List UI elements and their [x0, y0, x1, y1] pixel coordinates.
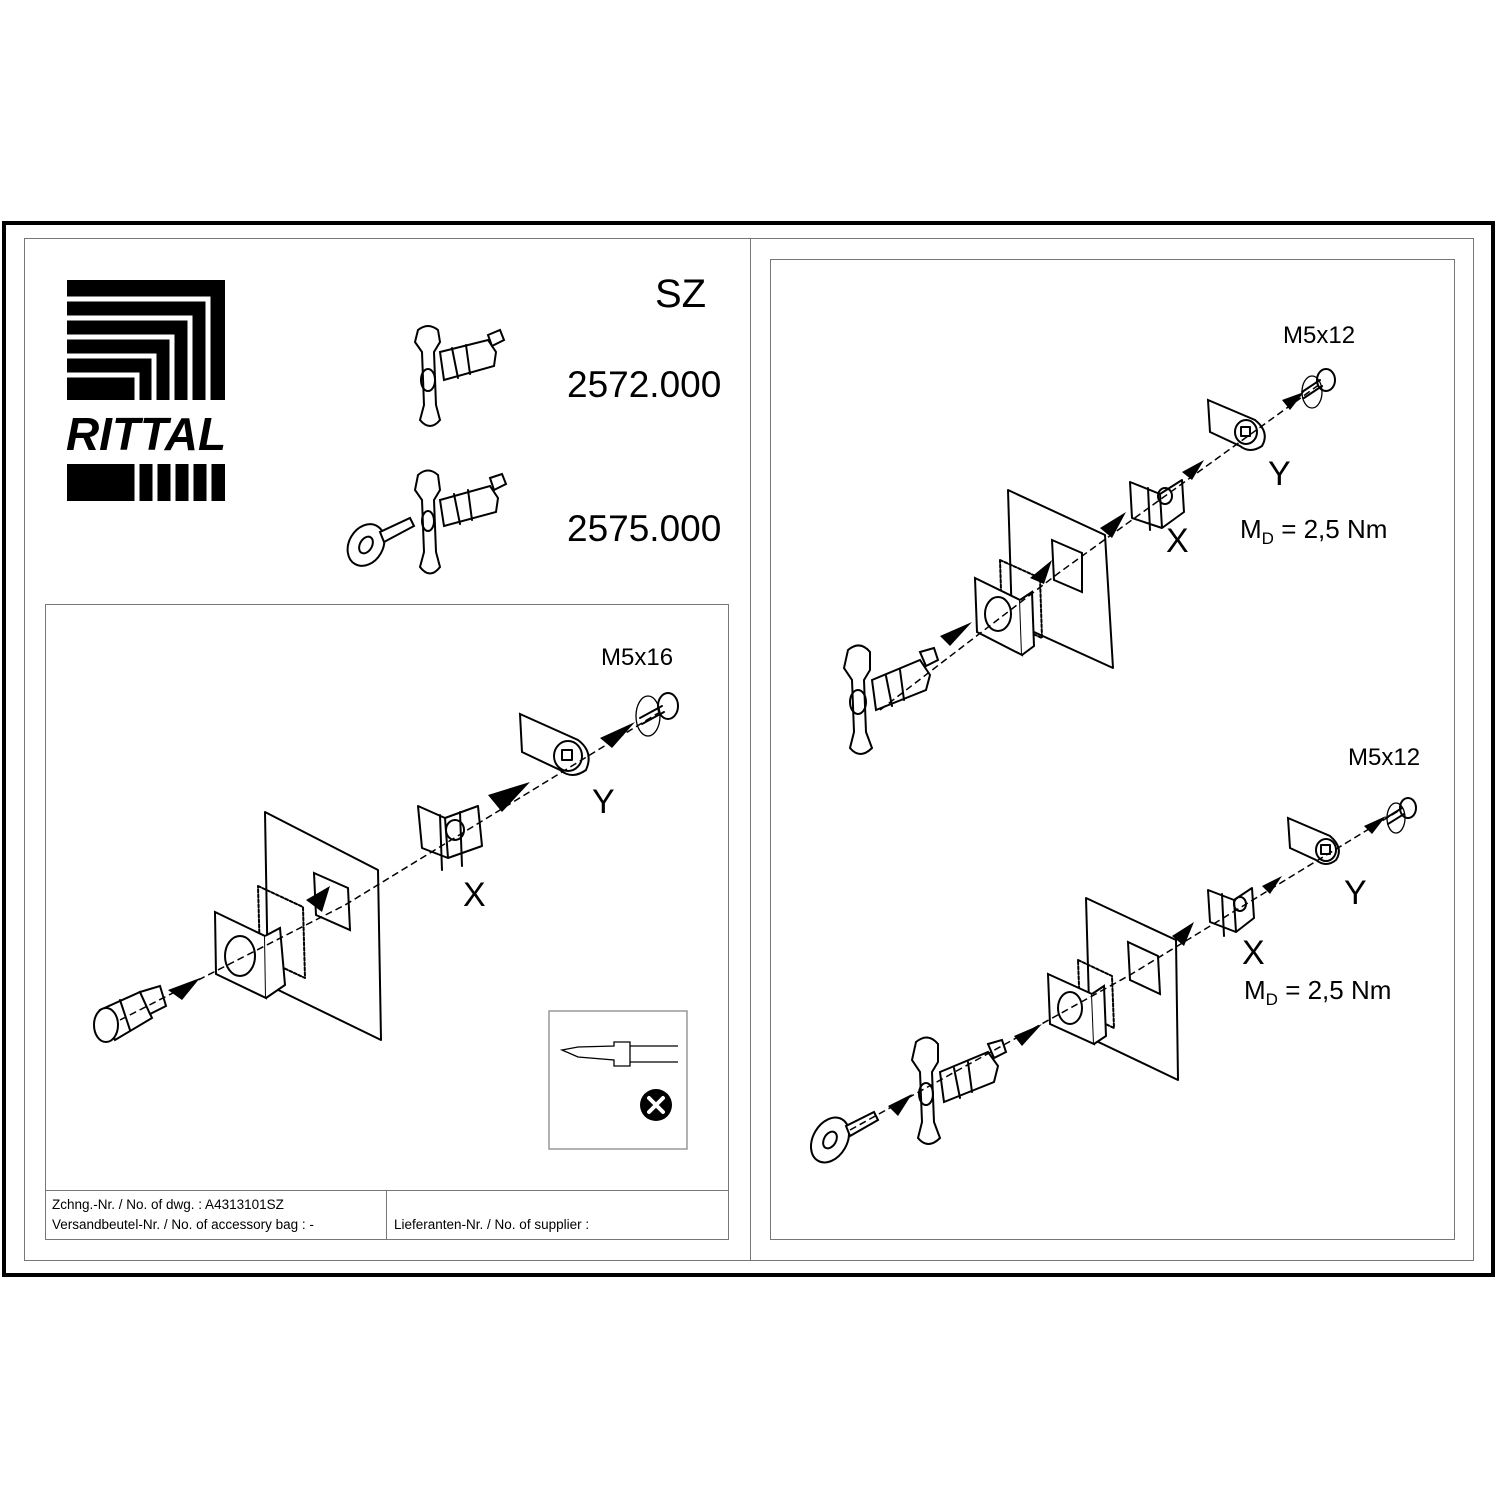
- part-number-2572: 2572.000: [567, 364, 722, 405]
- right-bottom-exploded-view: [810, 797, 1417, 1164]
- right-top-screw-label: M5x12: [1283, 322, 1356, 349]
- right-bottom-part-y-label: Y: [1344, 874, 1367, 912]
- title-block-divider: [386, 1190, 387, 1240]
- right-assembly-panel: [770, 259, 1455, 1240]
- right-top-exploded-view: [842, 368, 1336, 755]
- left-part-y-label: Y: [592, 783, 615, 821]
- right-top-part-x-label: X: [1166, 522, 1189, 560]
- screwdriver-instruction-icon: [548, 1010, 688, 1150]
- drawing-inner-frame: [24, 238, 1474, 1261]
- center-divider: [750, 238, 751, 1261]
- torque-value: = 2,5 Nm: [1281, 514, 1388, 544]
- t-handle-with-key-icon-2575: [346, 469, 508, 575]
- series-label: SZ: [655, 272, 707, 316]
- t-handle-icon-2572: [413, 325, 506, 427]
- supplier-number: Lieferanten-Nr. / No. of supplier :: [394, 1217, 590, 1232]
- drawing-number: Zchng.-Nr. / No. of dwg. : A4313101SZ: [52, 1197, 284, 1212]
- right-bottom-part-x-label: X: [1242, 934, 1265, 972]
- left-screw-label: M5x16: [601, 644, 674, 671]
- left-exploded-view: [93, 692, 679, 1043]
- right-bottom-torque-spec: MD = 2,5 Nm: [1244, 975, 1391, 1010]
- rittal-logo-text: RITTAL: [66, 408, 226, 460]
- torque-symbol: M: [1240, 514, 1262, 544]
- drawing-sheet-border: [2, 221, 1495, 1277]
- title-block: [45, 1190, 729, 1241]
- right-top-torque-spec: MD = 2,5 Nm: [1240, 514, 1387, 549]
- left-assembly-panel: [45, 604, 729, 1240]
- torque-symbol: M: [1244, 975, 1266, 1005]
- torque-value: = 2,5 Nm: [1285, 975, 1392, 1005]
- part-number-2575: 2575.000: [567, 508, 722, 549]
- torque-subscript: D: [1261, 529, 1274, 549]
- torque-subscript: D: [1265, 990, 1278, 1010]
- right-top-part-y-label: Y: [1268, 455, 1291, 493]
- rittal-logo: RITTAL: [66, 280, 226, 501]
- accessory-bag-number: Versandbeutel-Nr. / No. of accessory bag…: [52, 1217, 314, 1232]
- left-part-x-label: X: [463, 876, 486, 914]
- right-bottom-screw-label: M5x12: [1348, 744, 1421, 771]
